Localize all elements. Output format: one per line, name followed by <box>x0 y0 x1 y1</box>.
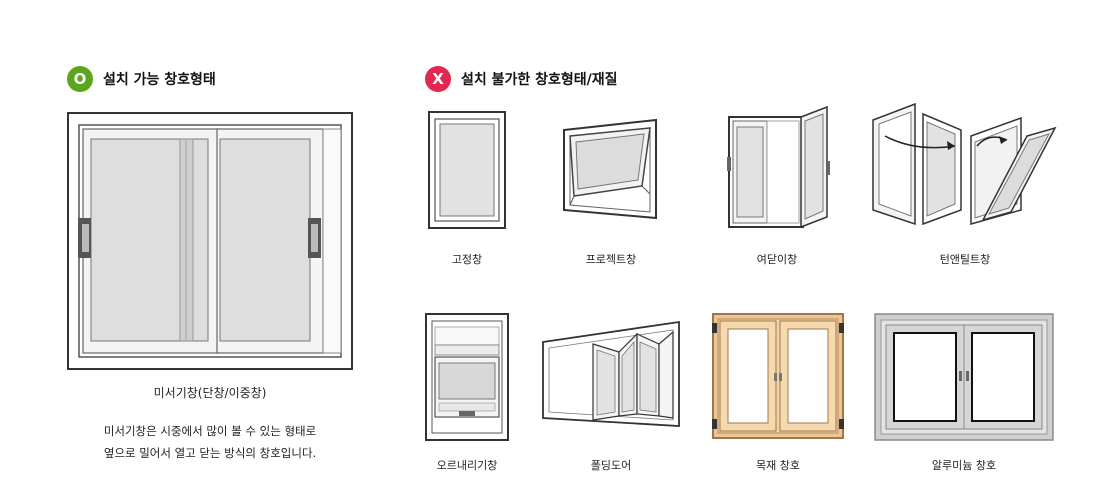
impossible-badge-letter: X <box>432 70 444 88</box>
turn-and-tilt-window-caption: 턴앤틸트창 <box>939 253 991 266</box>
impossible-title: 설치 불가한 창호형태/재질 <box>461 72 618 88</box>
aluminum-window-caption: 알루미늄 창호 <box>931 459 997 472</box>
fixed-window-caption: 고정창 <box>451 253 483 266</box>
impossible-heading: X 설치 불가한 창호형태/재질 <box>425 66 618 92</box>
main-caption: 미서기창(단창/이중창) <box>153 386 267 400</box>
possible-badge-icon: O <box>67 66 93 92</box>
sash-window-icon <box>425 313 509 441</box>
projected-window-icon <box>562 118 660 222</box>
possible-heading: O 설치 가능 창호형태 <box>67 66 216 92</box>
sliding-window-image <box>67 112 353 370</box>
turn-and-tilt-window-icon <box>871 100 1059 230</box>
possible-badge-letter: O <box>73 70 87 88</box>
wood-window-caption: 목재 창호 <box>756 459 800 472</box>
description: 미서기창은 시중에서 많이 볼 수 있는 형태로 옆으로 밀어서 열고 닫는 방… <box>40 420 380 464</box>
impossible-badge-icon: X <box>425 66 451 92</box>
projected-window-caption: 프로젝트창 <box>585 253 637 266</box>
wood-window-icon <box>712 313 844 439</box>
casement-window-icon <box>727 105 831 235</box>
casement-window-caption: 여닫이창 <box>756 253 798 266</box>
possible-title: 설치 가능 창호형태 <box>103 72 216 88</box>
folding-door-caption: 폴딩도어 <box>590 459 632 472</box>
aluminum-window-icon <box>874 313 1054 441</box>
fixed-window-icon <box>428 111 506 229</box>
description-line: 옆으로 밀어서 열고 닫는 방식의 창호입니다. <box>103 446 317 460</box>
sash-window-caption: 오르내리기창 <box>436 459 498 472</box>
folding-door-icon <box>541 320 683 428</box>
description-line: 미서기창은 시중에서 많이 볼 수 있는 형태로 <box>103 424 317 438</box>
